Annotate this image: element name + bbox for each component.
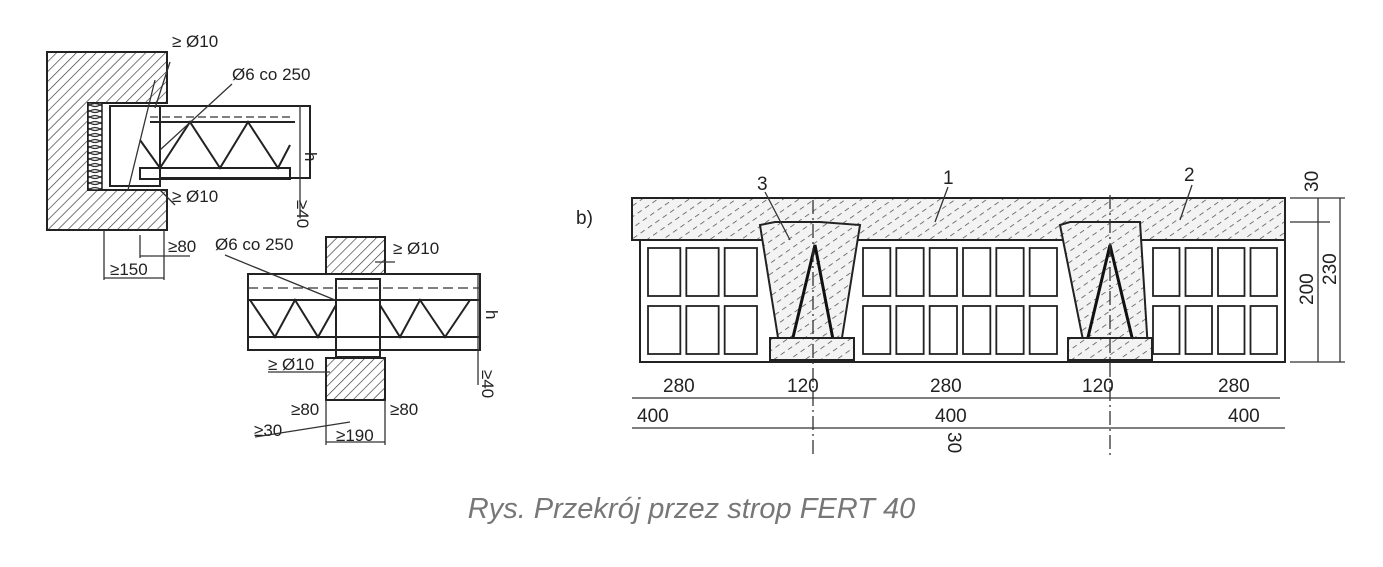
truss-foot <box>139 167 291 180</box>
rib-right <box>1058 221 1150 351</box>
width-280: 280 <box>663 376 695 397</box>
label-min-30: ≥30 <box>254 421 282 440</box>
block-row-outline <box>639 239 1286 363</box>
marker-3: 3 <box>757 174 768 195</box>
figure-caption: Rys. Przekrój przez strop FERT 40 <box>467 493 916 525</box>
block-cell <box>647 305 682 355</box>
block-cell <box>1028 247 1058 297</box>
label-min-190: ≥190 <box>336 426 374 445</box>
block-cell <box>1152 305 1181 355</box>
block-cell <box>962 305 992 355</box>
width-400: 400 <box>1228 406 1260 427</box>
slab-outline <box>247 273 481 351</box>
block-cell <box>995 305 1025 355</box>
dim-bottom: 30 <box>943 432 964 453</box>
label-min-40: ≥40 <box>478 370 497 398</box>
width-280: 280 <box>930 376 962 397</box>
block-cell <box>1249 247 1278 297</box>
label-min-80-left: ≥80 <box>291 400 319 419</box>
block-cell <box>685 247 720 297</box>
truss-web <box>139 120 291 170</box>
width-120: 120 <box>787 376 819 397</box>
label-height: h <box>301 152 320 161</box>
detail-b-internal-support: Ø6 co 250 ≥ Ø10 h ≥ Ø10 ≥40 ≥80 ≥80 ≥30 … <box>215 235 501 445</box>
block-cell <box>647 247 682 297</box>
precast-foot-left <box>769 337 855 361</box>
label-min-80-right: ≥80 <box>390 400 418 419</box>
label-bar-bottom: ≥ Ø10 <box>268 355 314 374</box>
block-cell <box>928 247 958 297</box>
block-cell <box>723 247 758 297</box>
topping-concrete <box>631 197 1286 241</box>
block-cell <box>1249 305 1278 355</box>
block-cell <box>928 305 958 355</box>
label-bar-top: ≥ Ø10 <box>172 32 218 51</box>
width-400: 400 <box>637 406 669 427</box>
dim-block: 200 <box>1297 273 1318 305</box>
section-label: b) <box>576 208 593 229</box>
ring-beam <box>109 105 161 187</box>
block-cell <box>895 247 925 297</box>
block-cell <box>962 247 992 297</box>
hollow-blocks <box>647 247 1278 355</box>
wall-bottom-hatched <box>325 357 386 401</box>
label-stirrup: Ø6 co 250 <box>215 235 293 254</box>
label-min-150: ≥150 <box>110 260 148 279</box>
label-height: h <box>482 310 501 319</box>
label-bar-bottom: ≥ Ø10 <box>172 187 218 206</box>
joint-beam <box>335 278 381 358</box>
block-cell <box>1217 247 1246 297</box>
wall-hatched <box>46 51 168 231</box>
detail-a-wall-support: ≥ Ø10 Ø6 co 250 h ≥ Ø10 ≥40 ≥80 ≥150 <box>46 32 320 280</box>
marker-1: 1 <box>943 168 954 189</box>
label-min-80: ≥80 <box>168 237 196 256</box>
label-min-40: ≥40 <box>293 200 312 228</box>
block-cell <box>995 247 1025 297</box>
width-120: 120 <box>1082 376 1114 397</box>
block-cell <box>685 305 720 355</box>
width-400: 400 <box>935 406 967 427</box>
block-cell <box>1028 305 1058 355</box>
section-b: b) 3 1 2 30 200 230 280 120 280 120 280 … <box>576 165 1345 455</box>
block-cell <box>1184 305 1213 355</box>
width-280: 280 <box>1218 376 1250 397</box>
label-stirrup: Ø6 co 250 <box>232 65 310 84</box>
dim-topping: 30 <box>1302 171 1323 192</box>
dim-total: 230 <box>1320 253 1341 285</box>
block-cell <box>862 305 892 355</box>
block-cell <box>723 305 758 355</box>
wall-top-hatched <box>325 236 386 275</box>
block-cell <box>895 305 925 355</box>
label-bar-top: ≥ Ø10 <box>393 239 439 258</box>
wall-insulation <box>87 102 103 191</box>
block-cell <box>1184 247 1213 297</box>
rib-left <box>758 221 862 351</box>
block-cell <box>1217 305 1246 355</box>
marker-2: 2 <box>1184 165 1195 186</box>
block-cell <box>862 247 892 297</box>
block-cell <box>1152 247 1181 297</box>
